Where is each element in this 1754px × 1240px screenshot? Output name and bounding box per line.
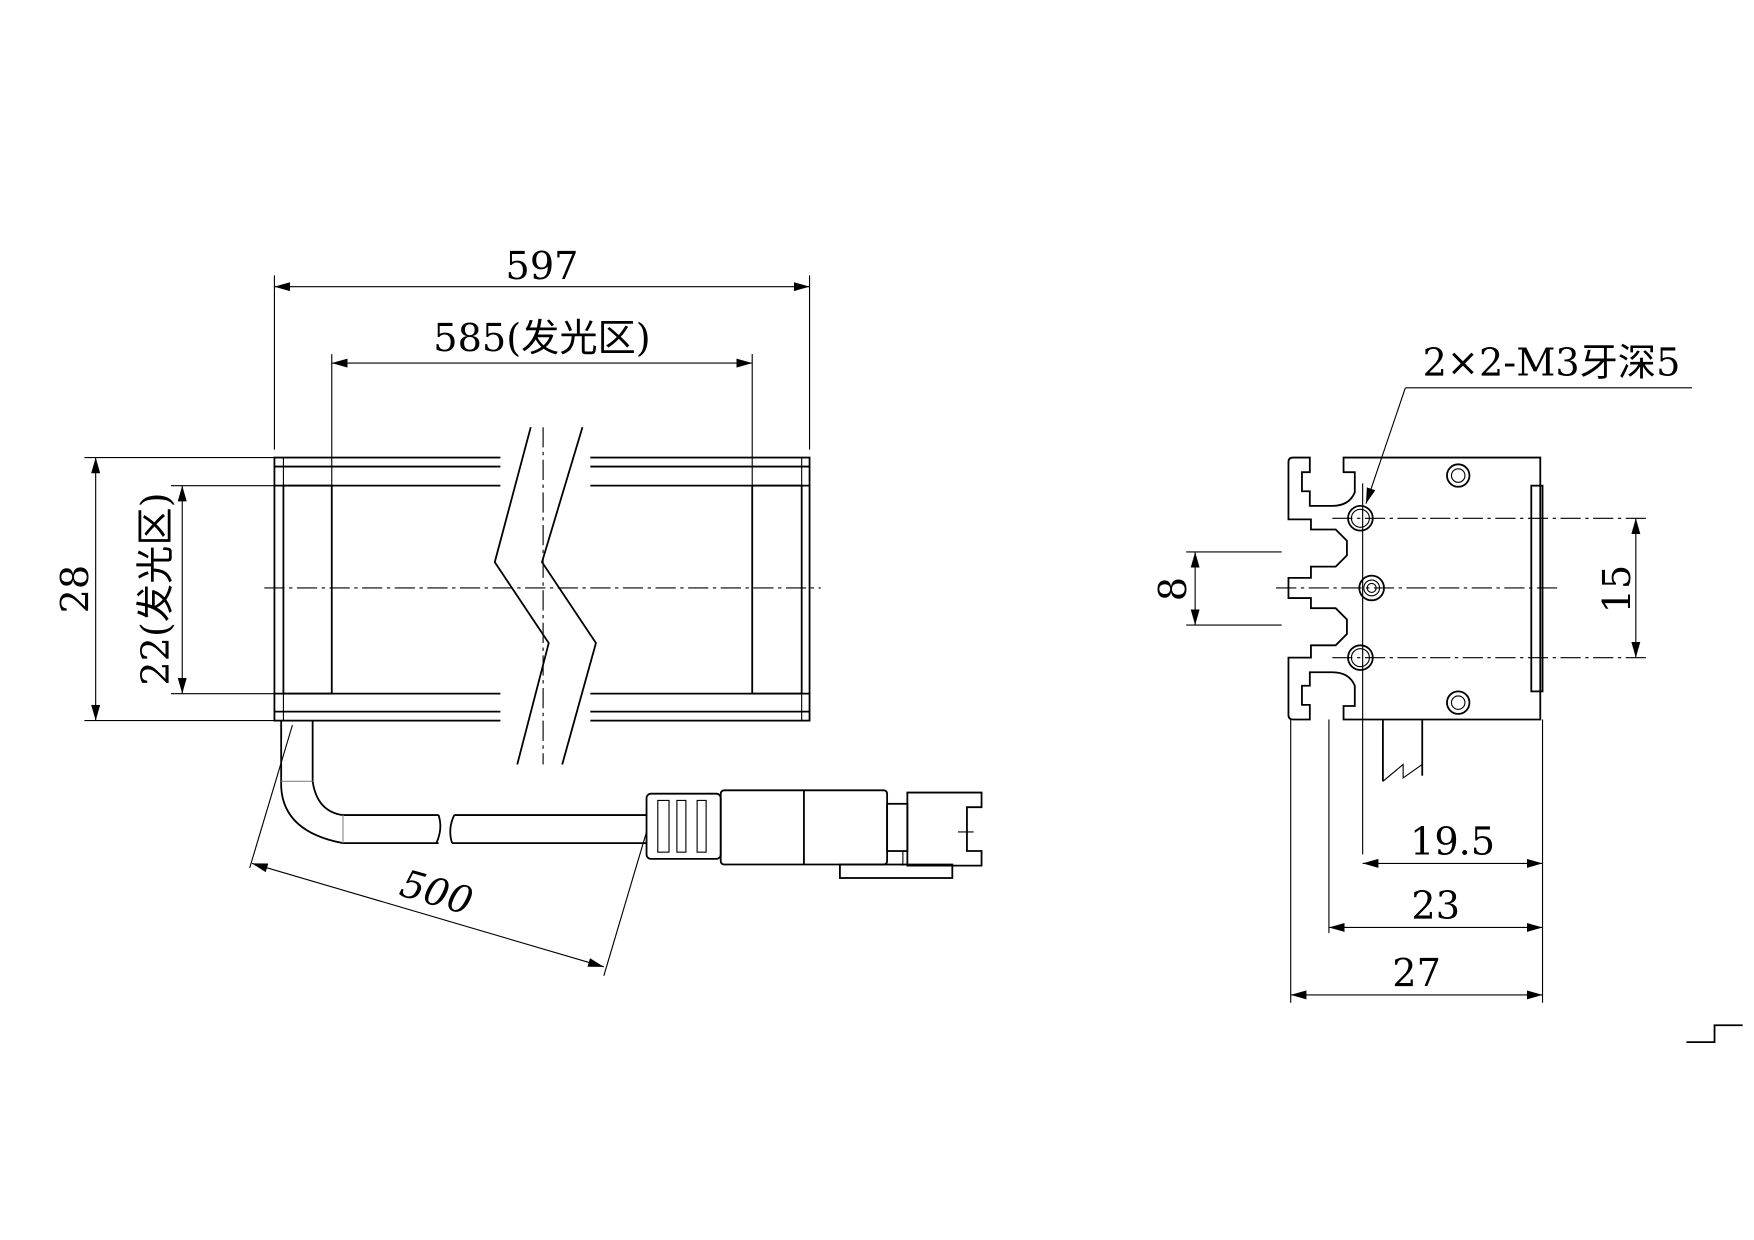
dim-23: 23 [1411,884,1460,928]
dim-27: 27 [1392,952,1441,996]
dim-597: 597 [506,245,579,289]
break-line [493,426,550,765]
aluminum-profile [1287,456,1542,721]
dim-22: 22(发光区) [135,493,179,686]
dim-15: 15 [1596,565,1640,614]
break-line [541,426,597,765]
dim-8: 8 [1152,577,1196,601]
front-view: 597 585(发光区) 28 22(发光区) [54,245,821,765]
dim-19-5: 19.5 [1410,820,1495,864]
dim-28: 28 [54,565,98,614]
dim-585: 585(发光区) [433,317,650,361]
thread-note: 2×2-M3牙深5 [1423,341,1681,385]
left-end-cap [282,484,333,695]
corner-mark [1686,1024,1743,1044]
dim-500: 500 [395,862,477,924]
cable-assembly: 500 [249,720,983,976]
side-view: 8 15 19.5 23 27 2×2-M3牙深5 [1152,341,1693,1003]
connector-latch [906,791,983,867]
right-end-cap [751,484,803,695]
